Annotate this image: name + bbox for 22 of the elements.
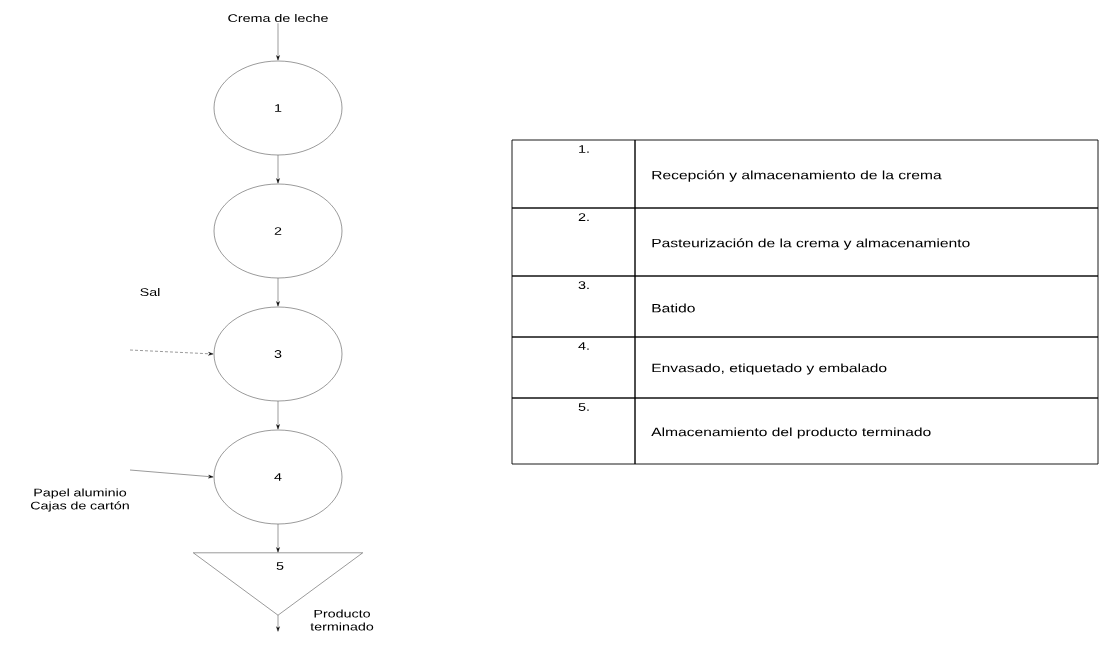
table-cell: 3.	[511, 275, 636, 338]
table-cell: 1.	[511, 139, 636, 209]
arrow	[276, 278, 280, 307]
table-cell: Almacenamiento del producto terminado	[634, 397, 1099, 465]
table-cell: Recepción y almacenamiento de la crema	[634, 139, 1099, 209]
table-cell: 4.	[511, 336, 636, 399]
edge-label: Producto terminado	[310, 609, 374, 631]
arrow	[276, 615, 280, 632]
table-cell: Batido	[634, 275, 1099, 338]
arrow	[276, 524, 280, 553]
arrow	[276, 155, 280, 184]
arrow	[276, 401, 280, 430]
arrow	[129, 349, 214, 356]
arrow	[129, 469, 214, 479]
arrow	[276, 23, 280, 61]
edge-label: Papel aluminio Cajas de cartón	[30, 488, 129, 512]
edge-label: Sal	[140, 287, 160, 297]
table-cell: Pasteurización de la crema y almacenamiento	[634, 207, 1099, 277]
table-cell: 5.	[511, 397, 636, 465]
input-label: Crema de leche	[228, 13, 328, 23]
table-cell: Envasado, etiquetado y embalado	[634, 336, 1099, 399]
table-cell: 2.	[511, 207, 636, 277]
